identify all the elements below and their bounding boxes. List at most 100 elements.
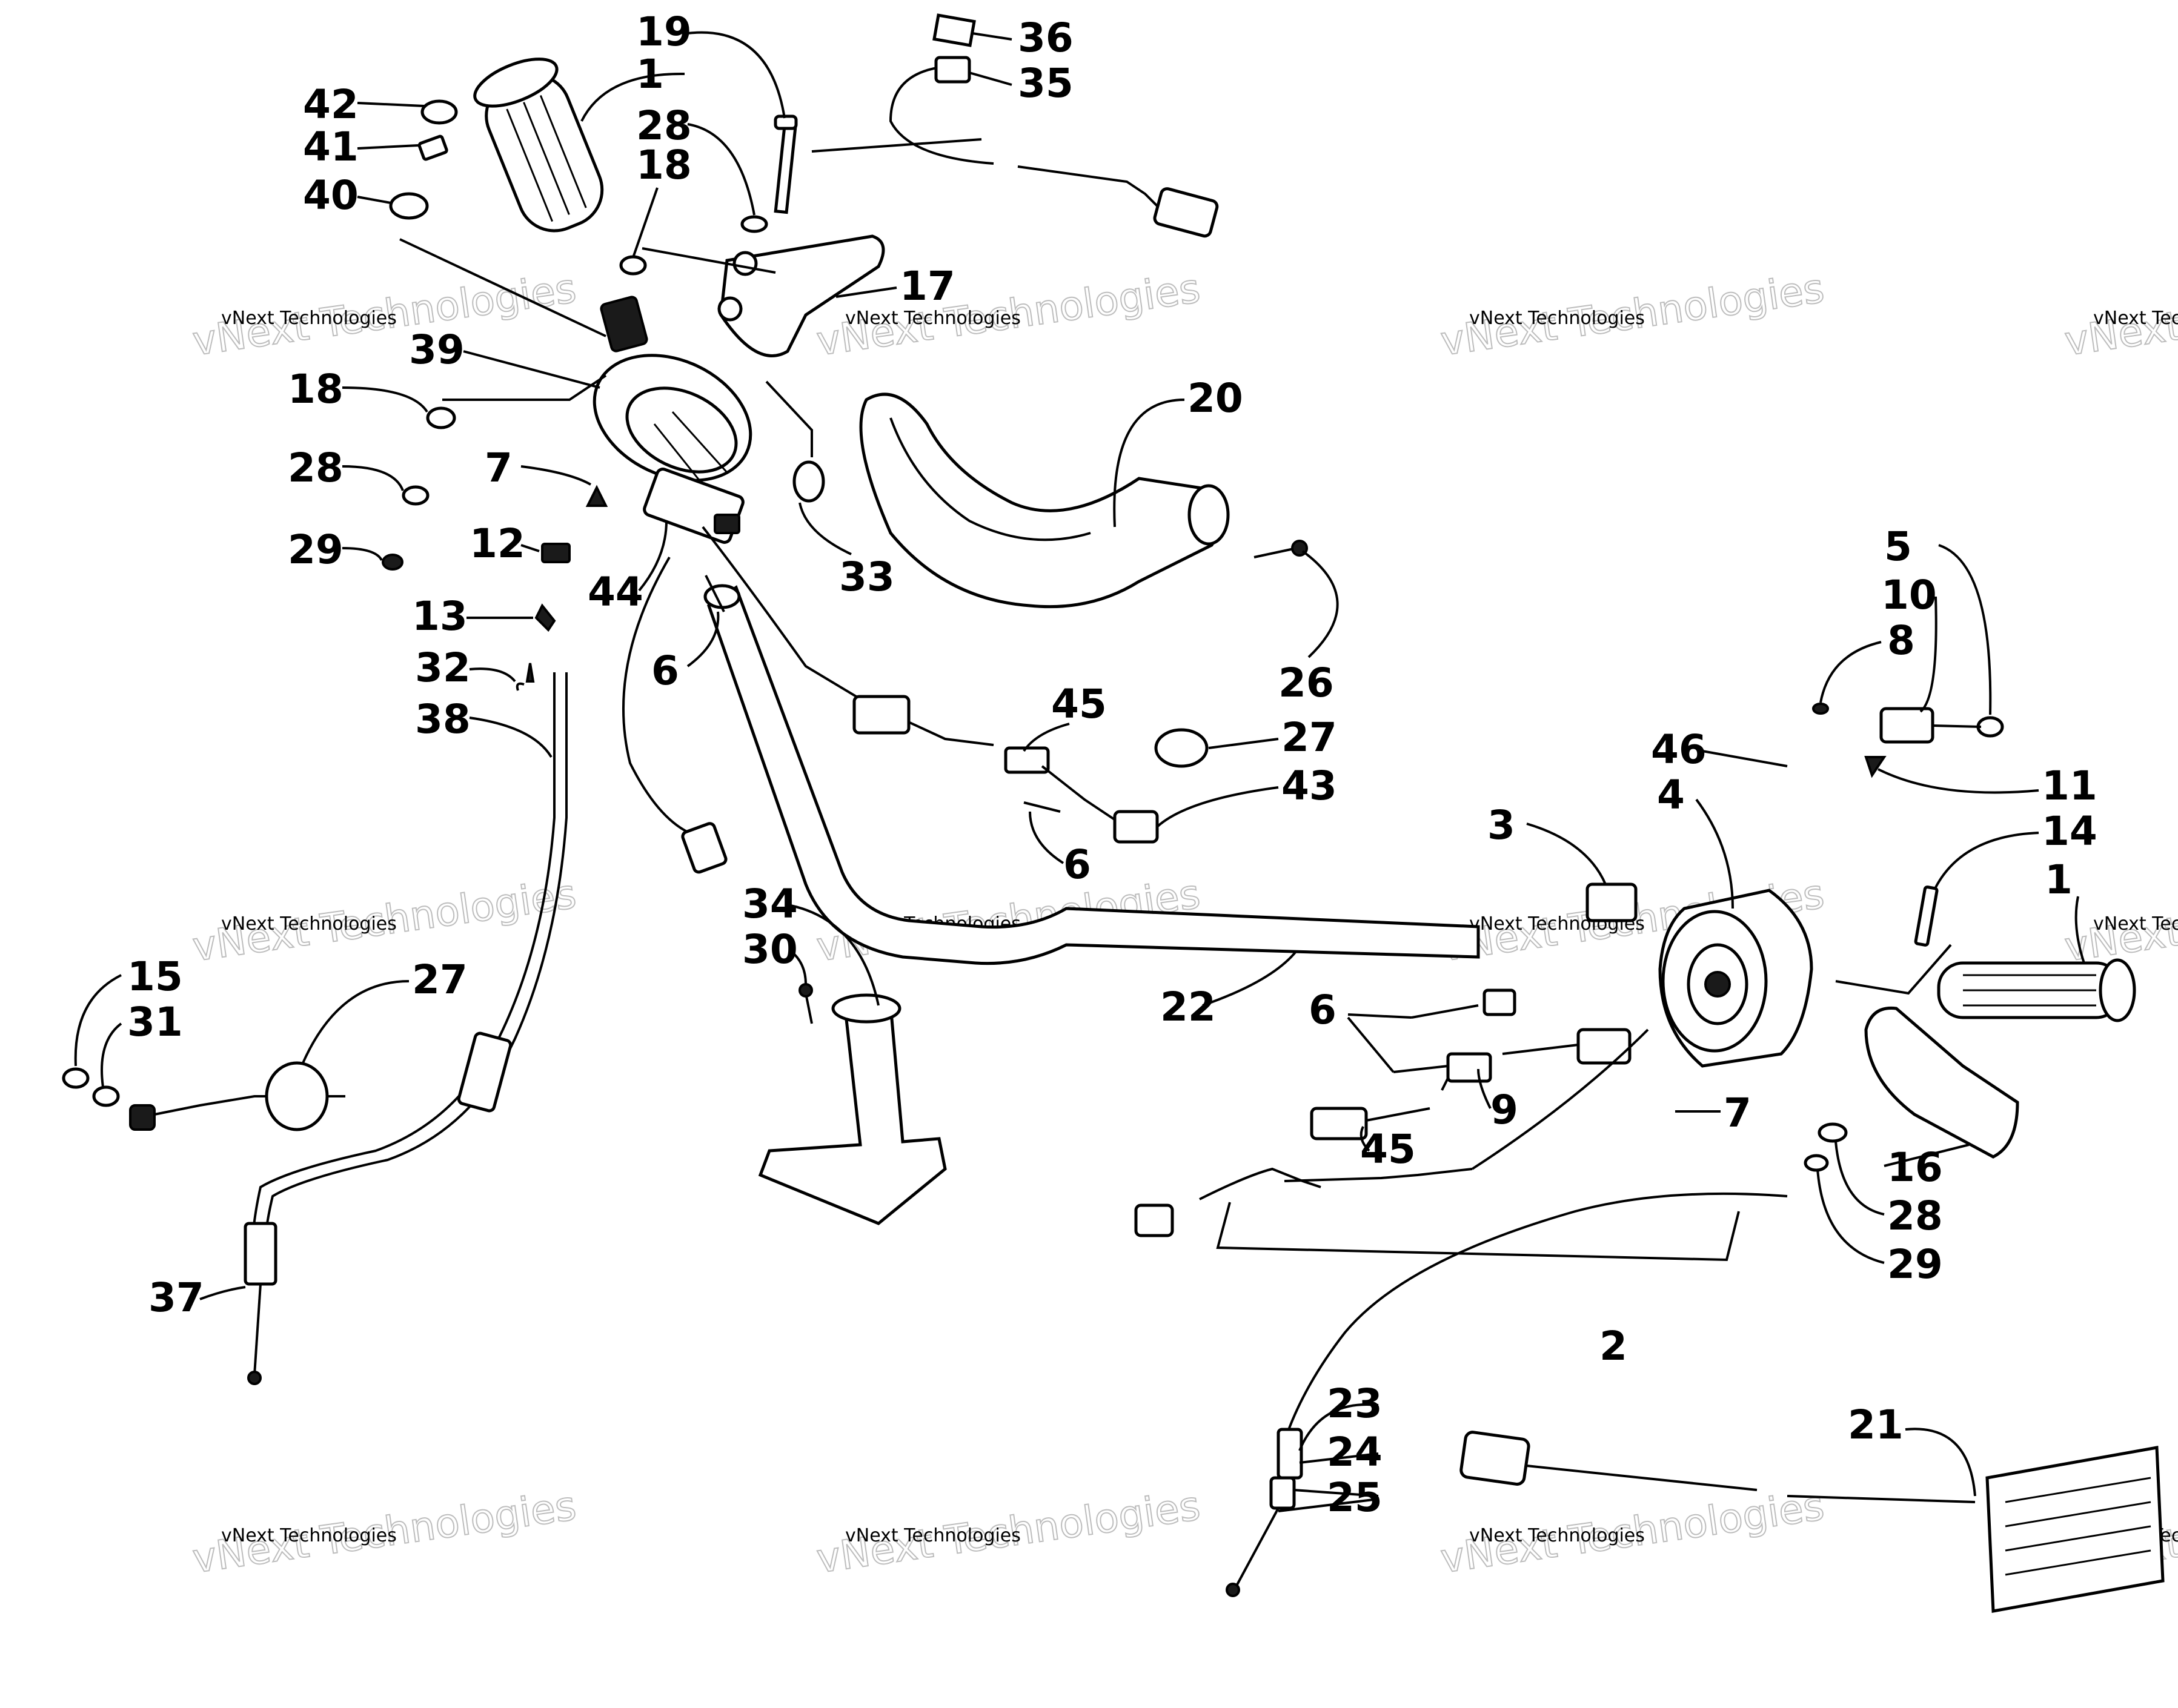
callout-36: 36 <box>1018 15 1074 61</box>
wire-harness <box>1471 1028 1649 1170</box>
callout-35: 35 <box>1018 60 1074 107</box>
callout-leader <box>357 144 419 150</box>
callout-leader <box>1884 1144 1970 1167</box>
callout-leader <box>469 717 553 758</box>
leader-line <box>1216 1202 1740 1262</box>
callout-6: 6 <box>651 647 679 694</box>
callout-24: 24 <box>1327 1429 1383 1475</box>
screw <box>1411 1004 1479 1019</box>
callout-26: 26 <box>1278 660 1334 706</box>
watermark: vNext Technologies vNext Technologies <box>189 1481 579 1583</box>
connector <box>1310 1107 1368 1140</box>
cup-rim <box>831 993 901 1024</box>
cable-end <box>253 1283 262 1375</box>
left-grip <box>473 58 604 233</box>
connector <box>681 822 728 874</box>
callout-43: 43 <box>1281 763 1337 809</box>
cable-end <box>1235 1508 1280 1587</box>
e-clip <box>516 682 525 691</box>
connector <box>1585 882 1638 922</box>
callout-13: 13 <box>412 593 468 640</box>
callout-34: 34 <box>742 881 798 927</box>
screw <box>417 134 448 161</box>
handlebar <box>707 585 1480 965</box>
screw <box>705 575 725 612</box>
callout-12: 12 <box>470 520 525 567</box>
watermark-small: vNext Technologies <box>1469 308 1645 329</box>
callout-39: 39 <box>409 326 465 373</box>
washer <box>402 485 430 506</box>
callout-leader <box>790 904 880 1006</box>
watermark-small: vNext Technologies <box>2093 913 2178 935</box>
parts-layer <box>62 13 2165 1613</box>
callout-leader <box>1834 1141 1885 1216</box>
clamp <box>1154 728 1209 768</box>
callout-leader <box>638 520 668 592</box>
callout-22: 22 <box>1160 984 1216 1030</box>
callout-15: 15 <box>127 953 183 1000</box>
nut <box>382 554 403 571</box>
watermark-small: vNext Technologies <box>221 308 397 329</box>
leader-line <box>399 238 606 337</box>
callout-29: 29 <box>288 526 344 573</box>
callout-leader <box>1023 723 1070 752</box>
callout-leader <box>1938 544 1992 715</box>
callout-leader <box>1819 641 1882 703</box>
ring <box>792 460 825 503</box>
callout-leader <box>357 102 425 107</box>
screw <box>534 603 556 632</box>
brake-cable <box>1283 1192 1788 1442</box>
callout-16: 16 <box>1887 1144 1943 1191</box>
callout-18: 18 <box>288 366 344 412</box>
cup <box>758 998 947 1225</box>
callout-leader <box>1113 399 1185 528</box>
screw-head <box>798 983 813 998</box>
callout-leader <box>74 974 122 1067</box>
leader-line <box>765 380 813 457</box>
callout-leader <box>1919 596 1937 713</box>
callout-leader <box>798 502 852 555</box>
callout-8: 8 <box>1887 617 1915 664</box>
callout-leader <box>1202 950 1298 1007</box>
wire <box>1366 1107 1430 1122</box>
watermark: vNext Technologies vNext Technologies <box>813 1481 1203 1583</box>
bracket <box>1482 988 1516 1016</box>
callout-28: 28 <box>288 445 344 491</box>
callout-18: 18 <box>636 142 692 188</box>
cable-end <box>129 1104 156 1131</box>
connector <box>1004 746 1050 774</box>
callout-leader <box>1029 811 1064 864</box>
callout-14: 14 <box>2042 808 2097 855</box>
cable <box>622 556 697 837</box>
watermark-small: vNext Technologies <box>845 308 1021 329</box>
leader-line <box>1835 944 1952 995</box>
callout-leader <box>1905 1428 1976 1497</box>
callout-10: 10 <box>1881 572 1937 618</box>
bolt <box>774 114 798 214</box>
right-switch-housing <box>1658 889 1813 1068</box>
callout-27: 27 <box>1281 714 1337 761</box>
callout-leader <box>342 386 428 413</box>
callout-leaders <box>74 31 2085 1512</box>
callout-3: 3 <box>1487 802 1515 849</box>
switch <box>643 468 745 544</box>
e-clip <box>1812 703 1829 715</box>
nut <box>1804 1154 1829 1172</box>
callout-leader <box>1526 823 1607 885</box>
connector <box>934 56 971 84</box>
callout-31: 31 <box>127 999 183 1045</box>
callout-leader <box>687 123 755 216</box>
throttle-cable <box>251 672 556 1273</box>
callout-leader <box>302 980 410 1064</box>
washer <box>619 255 647 276</box>
throttle-cable <box>263 672 568 1273</box>
screw <box>1393 1065 1449 1073</box>
leader-line <box>642 247 776 274</box>
callout-leader <box>2074 896 2085 964</box>
cable-end-ball <box>1226 1583 1240 1597</box>
callout-leader <box>789 950 807 985</box>
watermark-small: vNext Technologies <box>2093 308 2178 329</box>
callout-7: 7 <box>1724 1090 1751 1136</box>
screw-shank <box>1932 724 1982 728</box>
screw <box>1023 801 1061 813</box>
